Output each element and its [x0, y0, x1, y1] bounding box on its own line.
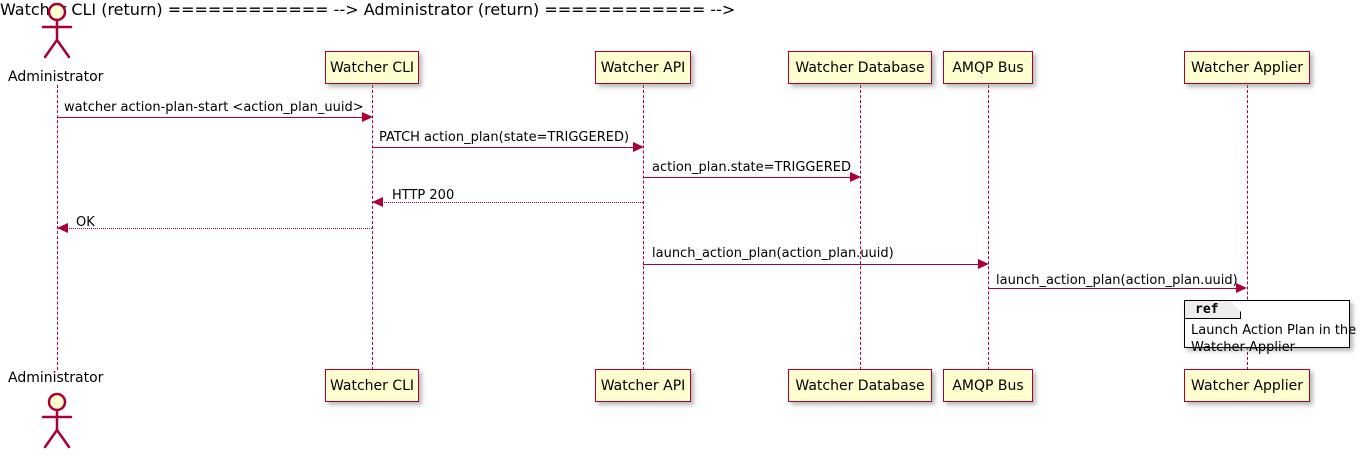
message-7-label: launch_action_plan(action_plan.uuid) — [996, 273, 1238, 288]
actor-administrator-top-icon — [41, 2, 73, 59]
lifeline-watcher-cli — [372, 85, 373, 370]
message-4-arrowhead — [372, 197, 383, 207]
participant-label: Watcher Database — [795, 377, 925, 394]
participant-watcher-applier-bottom[interactable]: Watcher Applier — [1184, 369, 1310, 402]
participant-watcher-cli-top[interactable]: Watcher CLI — [325, 51, 419, 84]
message-7-line — [988, 288, 1237, 289]
message-2-label: PATCH action_plan(state=TRIGGERED) — [379, 130, 630, 145]
participant-watcher-cli-bottom[interactable]: Watcher CLI — [325, 369, 419, 402]
ref-fragment[interactable]: ref Launch Action Plan in the Watcher Ap… — [1184, 300, 1356, 355]
lifeline-watcher-applier — [1247, 85, 1248, 370]
message-1-line — [57, 117, 363, 118]
message-7-arrowhead — [1236, 283, 1247, 293]
lifeline-watcher-database — [860, 85, 861, 370]
participant-watcher-api-bottom[interactable]: Watcher API — [595, 369, 691, 402]
participant-label: Watcher Applier — [1191, 377, 1303, 394]
message-6-label: launch_action_plan(action_plan.uuid) — [652, 246, 894, 261]
message-4-line — [381, 202, 643, 203]
message-3-label: action_plan.state=TRIGGERED — [652, 160, 851, 175]
participant-label: Watcher Applier — [1191, 59, 1303, 76]
participant-watcher-database-bottom[interactable]: Watcher Database — [788, 369, 932, 402]
participant-label: Watcher CLI — [329, 377, 415, 394]
actor-administrator-top-label: Administrator — [8, 69, 104, 85]
participant-watcher-database-top[interactable]: Watcher Database — [788, 51, 932, 84]
participant-label: Watcher CLI — [329, 59, 415, 76]
message-5-arrowhead — [57, 223, 68, 233]
message-4-label: HTTP 200 — [392, 188, 455, 203]
ref-fragment-tab-label: ref — [1195, 302, 1219, 317]
participant-label: Watcher Database — [795, 59, 925, 76]
participant-amqp-bus-top[interactable]: AMQP Bus — [943, 51, 1033, 84]
actor-administrator-bottom-icon — [41, 392, 73, 449]
ref-fragment-line-1: Launch Action Plan in the — [1191, 323, 1357, 338]
message-2-line — [372, 147, 634, 148]
message-3-line — [643, 177, 851, 178]
lifeline-watcher-api — [643, 85, 644, 370]
participant-label: Watcher API — [600, 377, 686, 394]
lifeline-amqp-bus — [988, 85, 989, 370]
participant-watcher-applier-top[interactable]: Watcher Applier — [1184, 51, 1310, 84]
message-6-line — [643, 264, 979, 265]
message-1-arrowhead — [362, 112, 373, 122]
participant-amqp-bus-bottom[interactable]: AMQP Bus — [943, 369, 1033, 402]
participant-label: Watcher API — [600, 59, 686, 76]
message-1-label: watcher action-plan-start <action_plan_u… — [64, 100, 364, 115]
actor-administrator-bottom-label: Administrator — [8, 370, 104, 386]
participant-watcher-api-top[interactable]: Watcher API — [595, 51, 691, 84]
message-2-arrowhead — [633, 142, 644, 152]
message-5-label: OK — [76, 215, 95, 230]
participant-label: AMQP Bus — [952, 377, 1024, 394]
ref-fragment-line-2: Watcher Applier — [1191, 340, 1295, 355]
message-5-line — [66, 228, 372, 229]
ref-fragment-tab: ref — [1185, 301, 1241, 319]
message-6-arrowhead — [978, 259, 989, 269]
message-3-arrowhead — [850, 172, 861, 182]
participant-label: AMQP Bus — [952, 59, 1024, 76]
